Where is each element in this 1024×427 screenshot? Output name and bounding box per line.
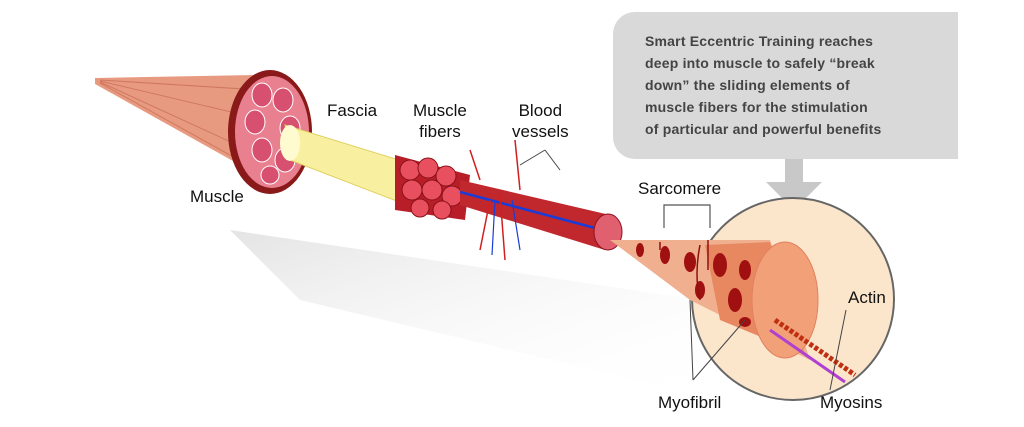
blood-vessels-illustration bbox=[459, 139, 623, 261]
label-actin: Actin bbox=[848, 288, 886, 307]
callout-box: Smart Eccentric Training reaches deep in… bbox=[613, 12, 958, 159]
label-line: Muscle bbox=[413, 101, 467, 120]
fascia-end bbox=[280, 125, 300, 161]
muscle-fibers-illustration bbox=[395, 155, 470, 220]
label-line: vessels bbox=[512, 122, 569, 141]
callout-line: muscle fibers for the stimulation bbox=[645, 99, 868, 115]
sarcomere-bracket bbox=[663, 204, 711, 228]
label-muscle-fibers: Muscle fibers bbox=[413, 100, 467, 142]
myosin-filament bbox=[769, 328, 846, 384]
label-sarcomere: Sarcomere bbox=[638, 179, 722, 198]
myofibril-illustration bbox=[610, 240, 819, 360]
label-myofibril: Myofibril bbox=[658, 393, 722, 412]
callout-arrow bbox=[766, 158, 822, 210]
muscle-illustration bbox=[95, 70, 312, 194]
callout-line: of particular and powerful benefits bbox=[645, 121, 882, 137]
callout-line: deep into muscle to safely “break bbox=[645, 55, 875, 71]
callout-line: Smart Eccentric Training reaches bbox=[645, 33, 874, 49]
label-fascia: Fascia bbox=[327, 101, 378, 120]
label-muscle: Muscle bbox=[190, 187, 244, 206]
actin-filament bbox=[773, 317, 857, 378]
drop-shadow bbox=[230, 230, 720, 400]
label-line: Blood bbox=[518, 101, 563, 120]
label-myosins: Myosins bbox=[820, 393, 883, 412]
label-blood-vessels: Blood vessels bbox=[512, 100, 569, 142]
label-line: fibers bbox=[419, 122, 461, 141]
callout-line: down” the sliding elements of bbox=[645, 77, 850, 93]
callout-text: Smart Eccentric Training reaches deep in… bbox=[645, 30, 881, 140]
leader-lines bbox=[519, 149, 847, 391]
